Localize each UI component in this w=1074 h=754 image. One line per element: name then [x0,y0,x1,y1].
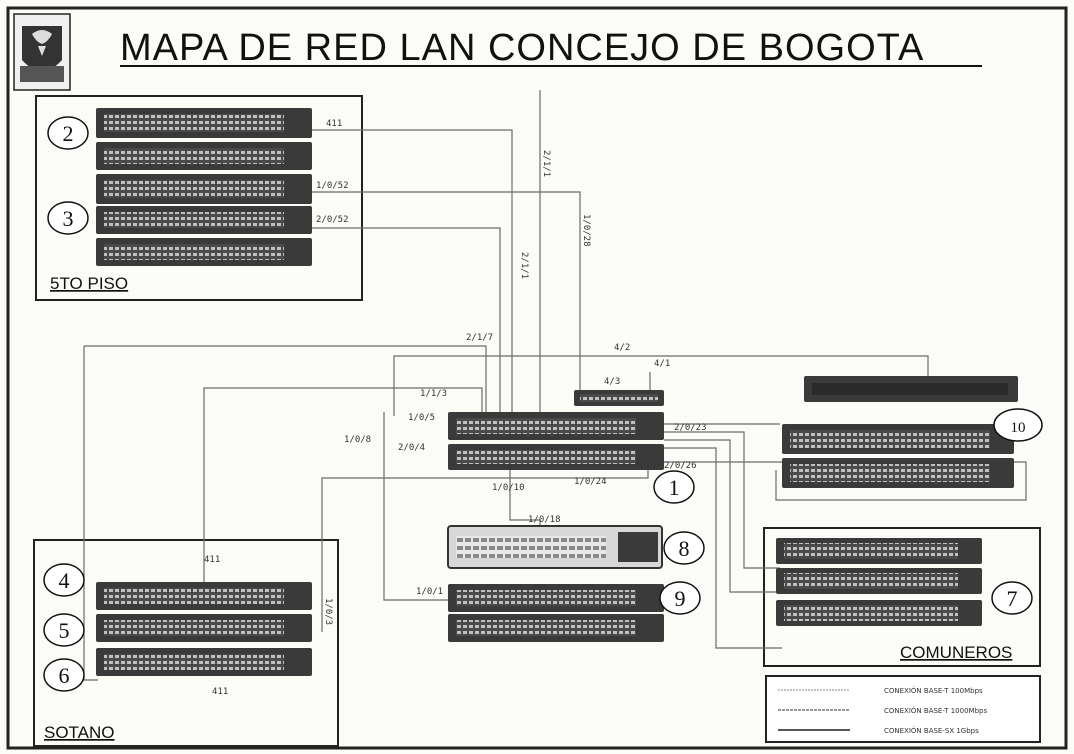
port-label: 2/1/1 [541,150,551,177]
switch-5 [96,614,312,642]
port-label: 2/0/26 [664,461,697,471]
node-number-5: 5 [59,618,70,643]
zone-sotano-frame [33,539,339,747]
switch-8 [447,525,663,569]
node-number-1: 1 [669,475,680,500]
port-label: 2/1/1 [519,252,529,279]
link-3-core-a [312,191,581,398]
bogota-coat-of-arms-icon [13,13,71,91]
port-label: 1/0/3 [323,598,333,625]
node-labels: 2 3 4 5 6 1 8 9 10 7 [43,116,1043,692]
node-bubble-6 [43,658,85,692]
switch-6 [96,648,312,676]
legend-box [765,675,1041,743]
link-core-7a [664,431,780,569]
port-label: 411 [204,555,220,565]
zone-sotano-label: SOTANO [44,723,115,742]
node-number-8: 8 [679,536,690,561]
port-label: 1/0/52 [316,181,349,191]
switch-7 [776,538,982,626]
legend-label-sx: CONEXIÓN BASE-SX 1Gbps [884,726,979,735]
switch-3 [96,174,312,266]
port-label: 4/2 [614,343,630,353]
node-number-3: 3 [63,206,74,231]
port-label: 4/1 [654,359,670,369]
port-label: 4/3 [604,377,620,387]
node-bubble-7 [991,581,1033,615]
node-bubble-1 [653,470,695,504]
switch-4 [96,582,312,610]
port-label: 1/0/8 [344,435,371,445]
node-bubble-4 [43,563,85,597]
node-number-10: 10 [1011,420,1026,436]
zone-piso5-label: 5TO PISO [50,274,128,293]
link-2-core [312,129,513,412]
port-label: 411 [326,119,342,129]
switch-10 [782,424,1014,488]
port-label: 1/1/3 [420,389,447,399]
port-label: 1/0/5 [408,413,435,423]
link-4-2 [393,355,929,416]
node-number-9: 9 [675,586,686,611]
legend-label-100: CONEXIÓN BASE-T 100Mbps [884,686,983,695]
legend: CONEXIÓN BASE-T 100Mbps CONEXIÓN BASE-T … [765,675,1041,743]
node-number-7: 7 [1007,586,1018,611]
switch-9 [448,584,664,642]
port-labels: 411 2/1/1 1/0/52 2/0/52 1/0/28 2/1/1 2/1… [204,119,707,697]
node-bubble-9 [659,581,701,615]
node-bubble-2 [47,116,89,150]
link-9-core [383,412,452,601]
node-bubble-8 [663,531,705,565]
node-number-6: 6 [59,663,70,688]
port-label: 2/1/7 [466,333,493,343]
switch-1-core [448,412,664,470]
page-title: MAPA DE RED LAN CONCEJO DE BOGOTA [120,27,924,69]
link-6-down [83,346,98,681]
link-core-7b [664,439,780,593]
legend-label-1000: CONEXIÓN BASE-T 1000Mbps [884,706,987,715]
zone-comuneros-frame [763,527,1041,667]
outer-frame [6,6,1068,750]
port-label: 411 [212,687,228,697]
link-core-7c [664,447,782,649]
node-bubble-3 [47,201,89,235]
port-label: 1/0/18 [528,515,561,525]
link-3-core-b [312,227,501,412]
node-bubble-10 [993,408,1043,442]
node-bubble-5 [43,613,85,647]
port-label: 2/0/52 [316,215,349,225]
port-label: 2/0/4 [398,443,425,453]
port-label: 1/0/28 [581,214,591,247]
port-label: 1/0/10 [492,483,525,493]
port-label: 1/0/1 [416,587,443,597]
switch-small-4-1 [574,390,664,406]
switch-top-right [804,376,1018,402]
node-number-2: 2 [63,121,74,146]
link-4-up [203,387,483,600]
port-label: 2/0/23 [674,423,707,433]
port-label: 1/0/24 [574,477,607,487]
switch-2 [96,108,312,170]
zone-piso5-frame [35,95,363,301]
zone-comuneros-label: COMUNEROS [900,643,1012,662]
node-number-4: 4 [59,568,70,593]
connection-lines [83,90,1027,681]
link-4-core [84,345,487,412]
